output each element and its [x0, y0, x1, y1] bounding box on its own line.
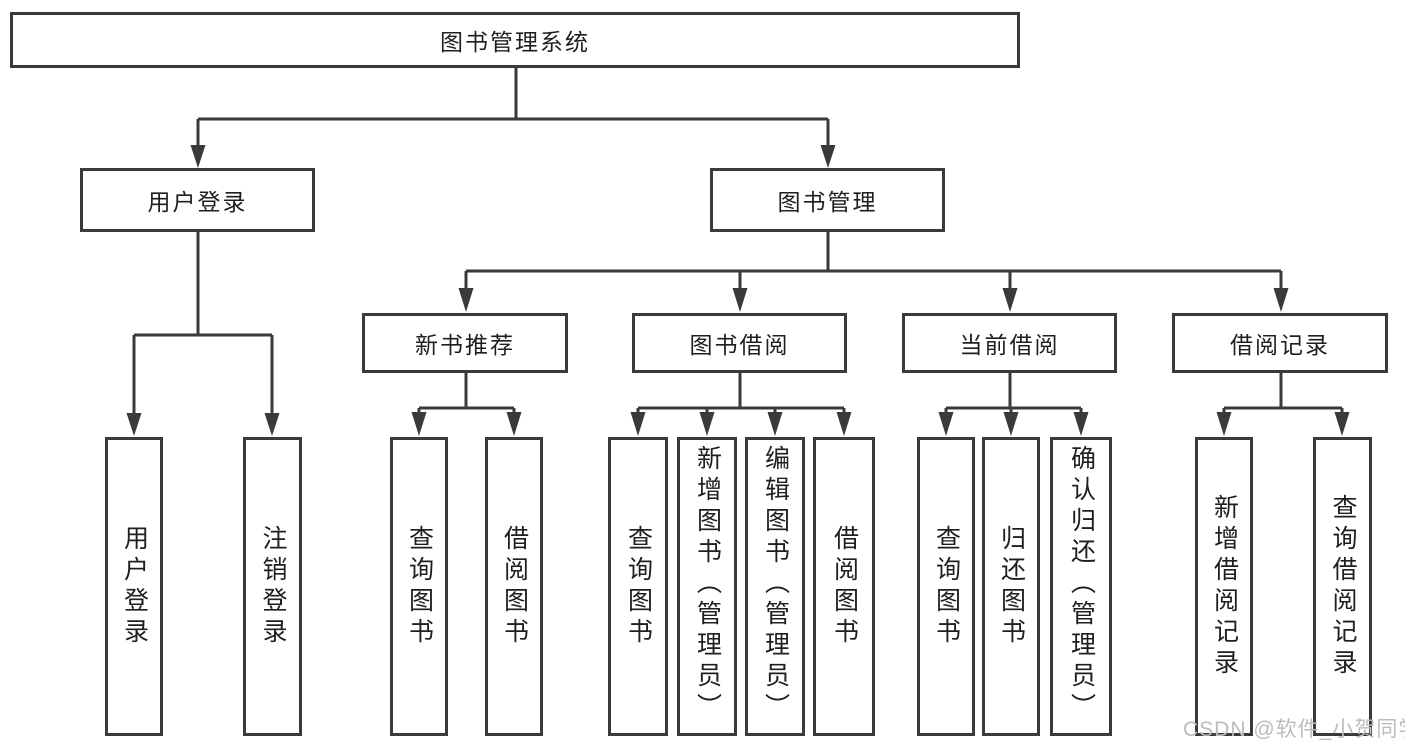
connectors-book-management — [458, 232, 1289, 312]
node-label: 查询图书 — [932, 524, 961, 649]
node-book-borrowing: 图书借阅 — [632, 313, 847, 373]
node-borrowing-records: 借阅记录 — [1172, 313, 1388, 373]
leaf-bb-edit-books-admin: 编辑图书（管理员） — [745, 437, 805, 736]
node-label: 编辑图书（管理员） — [761, 445, 790, 724]
leaf-nbr-borrow-books: 借阅图书 — [485, 437, 543, 736]
node-label: 确认归还（管理员） — [1067, 445, 1096, 724]
node-label: 借阅图书 — [830, 524, 859, 649]
leaf-cb-query-books: 查询图书 — [917, 437, 975, 736]
node-new-book-recommendation: 新书推荐 — [362, 313, 568, 373]
node-label: 查询借阅记录 — [1329, 493, 1357, 680]
node-label: 注销登录 — [259, 524, 287, 649]
leaf-cb-return-books: 归还图书 — [982, 437, 1040, 736]
node-label: 查询图书 — [405, 524, 434, 649]
leaf-br-add-record: 新增借阅记录 — [1195, 437, 1253, 736]
connectors-book-borrowing — [630, 373, 852, 436]
leaf-bb-borrow-books: 借阅图书 — [813, 437, 875, 736]
node-label: 图书管理系统 — [440, 29, 590, 55]
node-label: 归还图书 — [997, 524, 1026, 649]
node-current-borrowing: 当前借阅 — [902, 313, 1117, 373]
node-label: 新增图书（管理员） — [693, 445, 722, 724]
node-label: 借阅记录 — [1230, 332, 1330, 358]
leaf-nbr-query-books: 查询图书 — [390, 437, 448, 736]
node-label: 当前借阅 — [959, 332, 1060, 358]
node-label: 新增借阅记录 — [1210, 493, 1239, 680]
leaf-br-query-record: 查询借阅记录 — [1313, 437, 1372, 736]
connectors-root — [190, 68, 836, 168]
node-label: 图书借阅 — [689, 332, 790, 358]
node-label: 用户登录 — [147, 189, 248, 215]
connectors-new-book-recommendation — [411, 373, 522, 436]
leaf-user-login: 用户登录 — [105, 437, 163, 736]
leaf-logout: 注销登录 — [243, 437, 302, 736]
node-label: 查询图书 — [624, 524, 653, 649]
leaf-cb-confirm-return-admin: 确认归还（管理员） — [1050, 437, 1112, 736]
node-label: 用户登录 — [120, 524, 149, 649]
node-root: 图书管理系统 — [10, 12, 1020, 68]
node-label: 借阅图书 — [500, 524, 529, 649]
leaf-bb-add-books-admin: 新增图书（管理员） — [677, 437, 737, 736]
connectors-current-borrowing — [938, 373, 1089, 436]
node-label: 图书管理 — [777, 189, 878, 215]
watermark: CSDN @软件_小贺同学 — [1183, 718, 1405, 741]
node-user-login: 用户登录 — [80, 168, 315, 232]
leaf-bb-query-books: 查询图书 — [608, 437, 668, 736]
connectors-borrowing-records — [1216, 373, 1350, 436]
connectors-user-login — [126, 232, 280, 436]
node-book-management: 图书管理 — [710, 168, 945, 232]
node-label: 新书推荐 — [415, 332, 515, 358]
